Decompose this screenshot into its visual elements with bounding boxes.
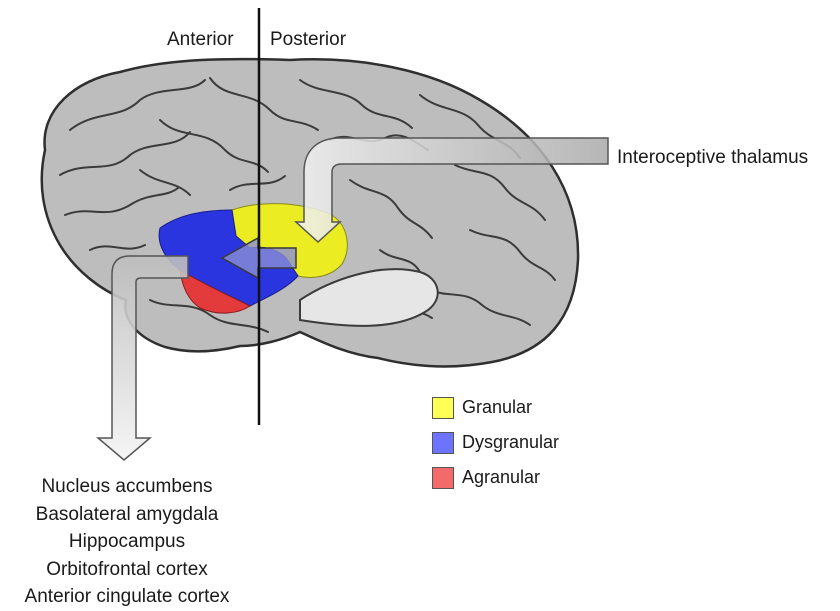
target-item: Nucleus accumbens [0, 473, 254, 501]
legend-item: Granular [432, 390, 559, 425]
posterior-label: Posterior [270, 29, 346, 51]
legend-label: Dysgranular [462, 432, 559, 453]
legend: Granular Dysgranular Agranular [432, 390, 559, 495]
legend-item: Dysgranular [432, 425, 559, 460]
legend-swatch-dysgranular [432, 432, 454, 454]
target-item: Anterior cingulate cortex [0, 583, 254, 611]
legend-swatch-granular [432, 397, 454, 419]
output-targets-list: Nucleus accumbens Basolateral amygdala H… [0, 473, 254, 611]
target-item: Hippocampus [0, 528, 254, 556]
target-item: Basolateral amygdala [0, 501, 254, 529]
legend-label: Agranular [462, 467, 540, 488]
legend-item: Agranular [432, 460, 559, 495]
thalamus-label: Interoceptive thalamus [617, 147, 808, 169]
target-item: Orbitofrontal cortex [0, 556, 254, 584]
anterior-label: Anterior [167, 29, 234, 51]
legend-label: Granular [462, 397, 532, 418]
legend-swatch-agranular [432, 467, 454, 489]
